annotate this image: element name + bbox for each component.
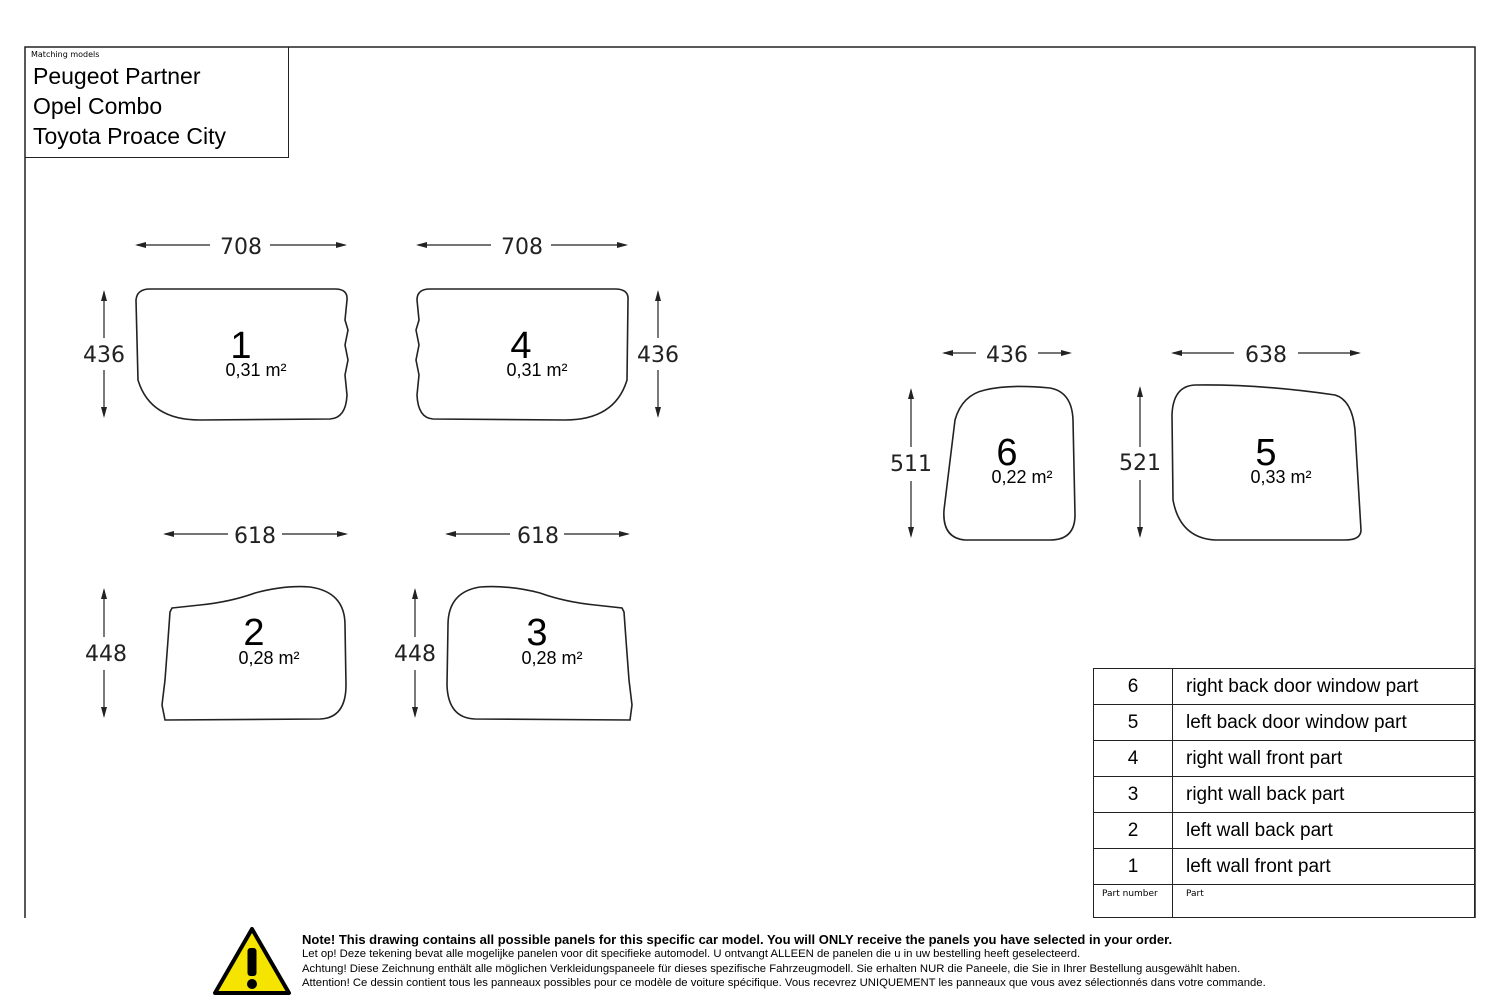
table-row: 5 left back door window part	[1093, 704, 1475, 741]
parts-table: 6 right back door window part 5 left bac…	[1093, 668, 1475, 918]
panel-4-area: 0,31 m²	[506, 360, 567, 380]
panel-6: 436 511 6 0,22 m²	[890, 343, 1076, 541]
part-name-cell: right wall back part	[1172, 776, 1475, 813]
header-part: Part	[1172, 884, 1475, 918]
panel-2-width: 618	[234, 524, 276, 549]
panel-3-area: 0,28 m²	[521, 648, 582, 668]
panel-5-outline	[1171, 384, 1362, 541]
panel-1-height: 436	[83, 343, 125, 368]
drawing-frame	[24, 46, 1476, 918]
warning-note: Note! This drawing contains all possible…	[212, 926, 1482, 996]
panel-4-width-dimension: 708	[416, 235, 628, 260]
title-block-caption: Matching models	[31, 50, 100, 59]
part-name-cell: left wall front part	[1172, 848, 1475, 885]
part-name-cell: left wall back part	[1172, 812, 1475, 849]
note-english: Note! This drawing contains all possible…	[302, 932, 1173, 947]
panel-2-height: 448	[85, 642, 127, 667]
panel-4-height: 436	[637, 343, 679, 368]
panel-3-number: 3	[526, 612, 547, 654]
panel-4-height-dimension: 436	[637, 290, 679, 418]
part-number-cell: 4	[1093, 740, 1173, 777]
panel-1-number: 1	[230, 325, 251, 367]
panel-1-outline	[135, 288, 349, 421]
panel-3-width-dimension: 618	[445, 524, 630, 549]
panel-6-number: 6	[996, 432, 1017, 474]
panel-2-area: 0,28 m²	[238, 648, 299, 668]
panel-5-width: 638	[1245, 343, 1287, 368]
panel-3-width: 618	[517, 524, 559, 549]
panel-5: 638 521 5 0,33 m²	[1119, 343, 1362, 541]
table-header-row: Part number Part	[1093, 884, 1475, 918]
panel-5-number: 5	[1255, 432, 1276, 474]
panel-2-outline	[161, 585, 347, 721]
panel-2-number: 2	[243, 612, 264, 654]
panel-2-height-dimension: 448	[85, 588, 127, 718]
panel-6-height-dimension: 511	[890, 388, 932, 538]
panel-6-area: 0,22 m²	[991, 467, 1052, 487]
panel-4-outline	[415, 288, 629, 421]
warning-triangle-icon	[213, 927, 291, 995]
part-number-cell: 6	[1093, 668, 1173, 705]
table-row: 6 right back door window part	[1093, 668, 1475, 705]
panel-5-height-dimension: 521	[1119, 386, 1161, 538]
table-row: 4 right wall front part	[1093, 740, 1475, 777]
title-block: Matching models Peugeot Partner Opel Com…	[25, 47, 289, 158]
panel-3-outline	[446, 585, 633, 721]
panel-6-height: 511	[890, 452, 932, 477]
part-name-cell: left back door window part	[1172, 704, 1475, 741]
panel-6-width: 436	[986, 343, 1028, 368]
panel-5-height: 521	[1119, 451, 1161, 476]
table-row: 1 left wall front part	[1093, 848, 1475, 885]
part-number-cell: 2	[1093, 812, 1173, 849]
panel-1-width: 708	[220, 235, 262, 260]
part-number-cell: 5	[1093, 704, 1173, 741]
panel-4: 708 436 4 0,31 m²	[415, 235, 679, 421]
table-row: 3 right wall back part	[1093, 776, 1475, 813]
note-french: Attention! Ce dessin contient tous les p…	[302, 977, 1266, 989]
part-number-cell: 1	[1093, 848, 1173, 885]
model-name: Opel Combo	[33, 93, 163, 119]
panel-3-height-dimension: 448	[394, 588, 436, 718]
note-dutch: Let op! Deze tekening bevat alle mogelij…	[302, 948, 1081, 960]
table-row: 2 left wall back part	[1093, 812, 1475, 849]
panel-1-area: 0,31 m²	[225, 360, 286, 380]
part-name-cell: right back door window part	[1172, 668, 1475, 705]
panel-4-width: 708	[501, 235, 543, 260]
panel-4-number: 4	[510, 325, 531, 367]
panel-2-width-dimension: 618	[163, 524, 348, 549]
model-name: Toyota Proace City	[33, 123, 227, 149]
header-part-number: Part number	[1093, 884, 1173, 918]
note-german: Achtung! Diese Zeichnung enthält alle mö…	[302, 962, 1241, 975]
panel-1: 708 436 1 0,31 m²	[83, 235, 349, 421]
part-name-cell: right wall front part	[1172, 740, 1475, 777]
panel-5-area: 0,33 m²	[1250, 467, 1311, 487]
model-name: Peugeot Partner	[33, 63, 201, 89]
panel-6-outline	[943, 385, 1076, 541]
panel-1-height-dimension: 436	[83, 290, 125, 418]
part-number-cell: 3	[1093, 776, 1173, 813]
panel-2: 618 448 2 0,28 m²	[85, 524, 348, 721]
panel-6-width-dimension: 436	[942, 343, 1072, 368]
panel-3-height: 448	[394, 642, 436, 667]
panel-1-width-dimension: 708	[135, 235, 347, 260]
panel-3: 618 448 3 0,28 m²	[394, 524, 633, 721]
panel-5-width-dimension: 638	[1171, 343, 1361, 368]
